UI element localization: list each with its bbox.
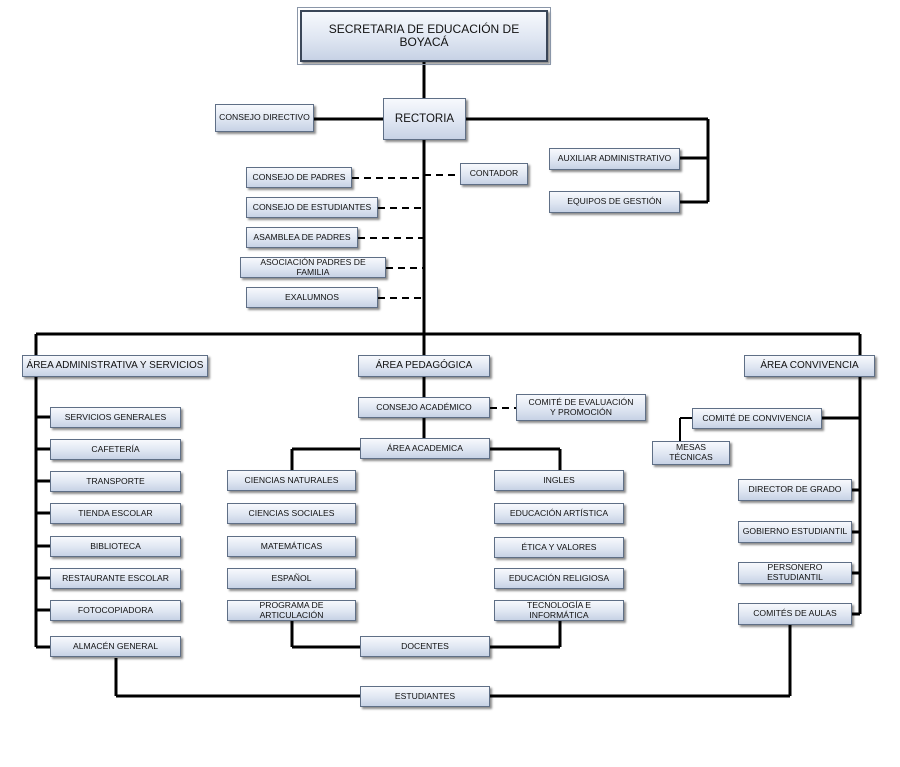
convivencia-item: GOBIERNO ESTUDIANTIL bbox=[738, 521, 852, 543]
subject-box: TECNOLOGÍA E INFORMÁTICA bbox=[494, 600, 624, 621]
consejo-directivo-box: CONSEJO DIRECTIVO bbox=[215, 104, 314, 132]
convivencia-item: PERSONERO ESTUDIANTIL bbox=[738, 562, 852, 584]
auxiliar-administrativo-box: AUXILIAR ADMINISTRATIVO bbox=[549, 148, 680, 170]
subject-box: EDUCACIÓN ARTÍSTICA bbox=[494, 503, 624, 524]
rectoria-box: RECTORIA bbox=[383, 98, 466, 140]
subject-box: EDUCACIÓN RELIGIOSA bbox=[494, 568, 624, 589]
admin-item: CAFETERÍA bbox=[50, 439, 181, 460]
admin-item: RESTAURANTE ESCOLAR bbox=[50, 568, 181, 589]
subject-box: PROGRAMA DE ARTICULACIÓN bbox=[227, 600, 356, 621]
mesas-tecnicas-box: MESAS TÉCNICAS bbox=[652, 441, 730, 465]
admin-item: TRANSPORTE bbox=[50, 471, 181, 492]
consejo-academico-box: CONSEJO ACADÉMICO bbox=[358, 397, 490, 418]
docentes-box: DOCENTES bbox=[360, 636, 490, 657]
area-pedagogica-box: ÁREA PEDAGÓGICA bbox=[358, 355, 490, 377]
consejo-padres-box: CONSEJO DE PADRES bbox=[246, 167, 352, 188]
equipos-gestion-box: EQUIPOS DE GESTIÓN bbox=[549, 191, 680, 213]
subject-box: ÉTICA Y VALORES bbox=[494, 537, 624, 558]
area-academica-box: ÁREA ACADEMICA bbox=[360, 438, 490, 459]
admin-item: FOTOCOPIADORA bbox=[50, 600, 181, 621]
subject-box: CIENCIAS SOCIALES bbox=[227, 503, 356, 524]
admin-item: ALMACÉN GENERAL bbox=[50, 636, 181, 657]
convivencia-item: DIRECTOR DE GRADO bbox=[738, 479, 852, 501]
area-convivencia-box: ÁREA CONVIVENCIA bbox=[744, 355, 875, 377]
admin-item: BIBLIOTECA bbox=[50, 536, 181, 557]
comite-convivencia-box: COMITÉ DE CONVIVENCIA bbox=[692, 408, 822, 429]
subject-box: ESPAÑOL bbox=[227, 568, 356, 589]
subject-box: INGLES bbox=[494, 470, 624, 491]
asamblea-padres-box: ASAMBLEA DE PADRES bbox=[246, 227, 358, 248]
admin-item: TIENDA ESCOLAR bbox=[50, 503, 181, 524]
admin-item: SERVICIOS GENERALES bbox=[50, 407, 181, 428]
area-administrativa-box: ÁREA ADMINISTRATIVA Y SERVICIOS bbox=[22, 355, 208, 377]
secretaria-box: SECRETARIA DE EDUCACIÓN DE BOYACÁ bbox=[297, 7, 551, 65]
estudiantes-box: ESTUDIANTES bbox=[360, 686, 490, 707]
subject-box: MATEMÁTICAS bbox=[227, 536, 356, 557]
contador-box: CONTADOR bbox=[460, 163, 528, 185]
exalumnos-box: EXALUMNOS bbox=[246, 287, 378, 308]
subject-box: CIENCIAS NATURALES bbox=[227, 470, 356, 491]
consejo-estudiantes-box: CONSEJO DE ESTUDIANTES bbox=[246, 197, 378, 218]
convivencia-item: COMITÉS DE AULAS bbox=[738, 603, 852, 625]
asociacion-padres-box: ASOCIACIÓN PADRES DE FAMILIA bbox=[240, 257, 386, 278]
